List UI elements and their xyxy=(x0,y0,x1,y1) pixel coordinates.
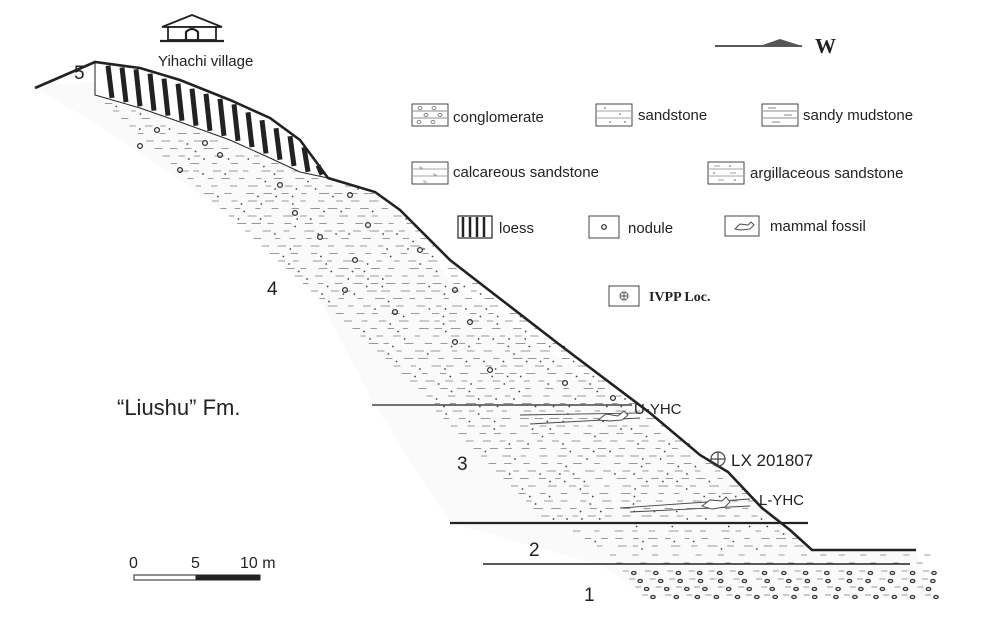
layer-1-label: 1 xyxy=(584,585,595,606)
locality-label: LX 201807 xyxy=(731,451,813,470)
nodule-symbols xyxy=(136,126,939,600)
legend-argillaceous-sandstone-label: argillaceous sandstone xyxy=(750,165,903,182)
loess-stripes xyxy=(105,65,325,176)
legend-sandy-mudstone-swatch xyxy=(761,103,799,127)
fossil-horizon-lower xyxy=(619,496,751,513)
legend-mammal-fossil-swatch xyxy=(724,215,760,237)
layer-4-label: 4 xyxy=(267,279,278,300)
ground-surface xyxy=(34,60,916,552)
legend-calcareous-sandstone-swatch xyxy=(411,161,449,185)
scale-tick-10: 10 m xyxy=(240,555,276,572)
fossil-horizon-upper xyxy=(519,410,641,425)
locality-marker-icon xyxy=(710,451,726,467)
layer-2-label: 2 xyxy=(529,540,540,561)
scale-tick-5: 5 xyxy=(191,555,200,572)
scale-tick-0: 0 xyxy=(129,555,138,572)
legend-mammal-fossil-label: mammal fossil xyxy=(770,218,866,235)
formation-label: “Liushu” Fm. xyxy=(117,395,240,420)
lithology-hatching xyxy=(104,103,931,596)
legend-sandstone-label: sandstone xyxy=(638,107,707,124)
layer-3-label: 3 xyxy=(457,454,468,475)
legend-loess-label: loess xyxy=(499,220,534,237)
legend-loess-swatch xyxy=(457,215,493,239)
legend-nodule-swatch xyxy=(588,215,620,239)
west-arrow-icon xyxy=(715,39,802,47)
legend-sandy-mudstone-label: sandy mudstone xyxy=(803,107,913,124)
legend-sandstone-swatch xyxy=(595,103,633,127)
section-body xyxy=(35,82,935,598)
layer-5-label: 5 xyxy=(74,63,85,84)
scale-bar xyxy=(133,574,261,581)
horizon-upper-label: U-YHC xyxy=(634,401,682,418)
legend-ivpp-loc-swatch xyxy=(608,285,640,307)
legend-ivpp-loc-label: IVPP Loc. xyxy=(649,290,710,305)
legend-nodule-label: nodule xyxy=(628,220,673,237)
horizon-lower-label: L-YHC xyxy=(759,492,804,509)
house-icon xyxy=(160,14,224,43)
west-label: W xyxy=(815,34,836,58)
legend-argillaceous-sandstone-swatch xyxy=(707,161,745,185)
village-label: Yihachi village xyxy=(158,53,253,70)
legend-conglomerate-label: conglomerate xyxy=(453,109,544,126)
legend-calcareous-sandstone-label: calcareous sandstone xyxy=(453,164,599,181)
legend-conglomerate-swatch xyxy=(411,103,449,127)
